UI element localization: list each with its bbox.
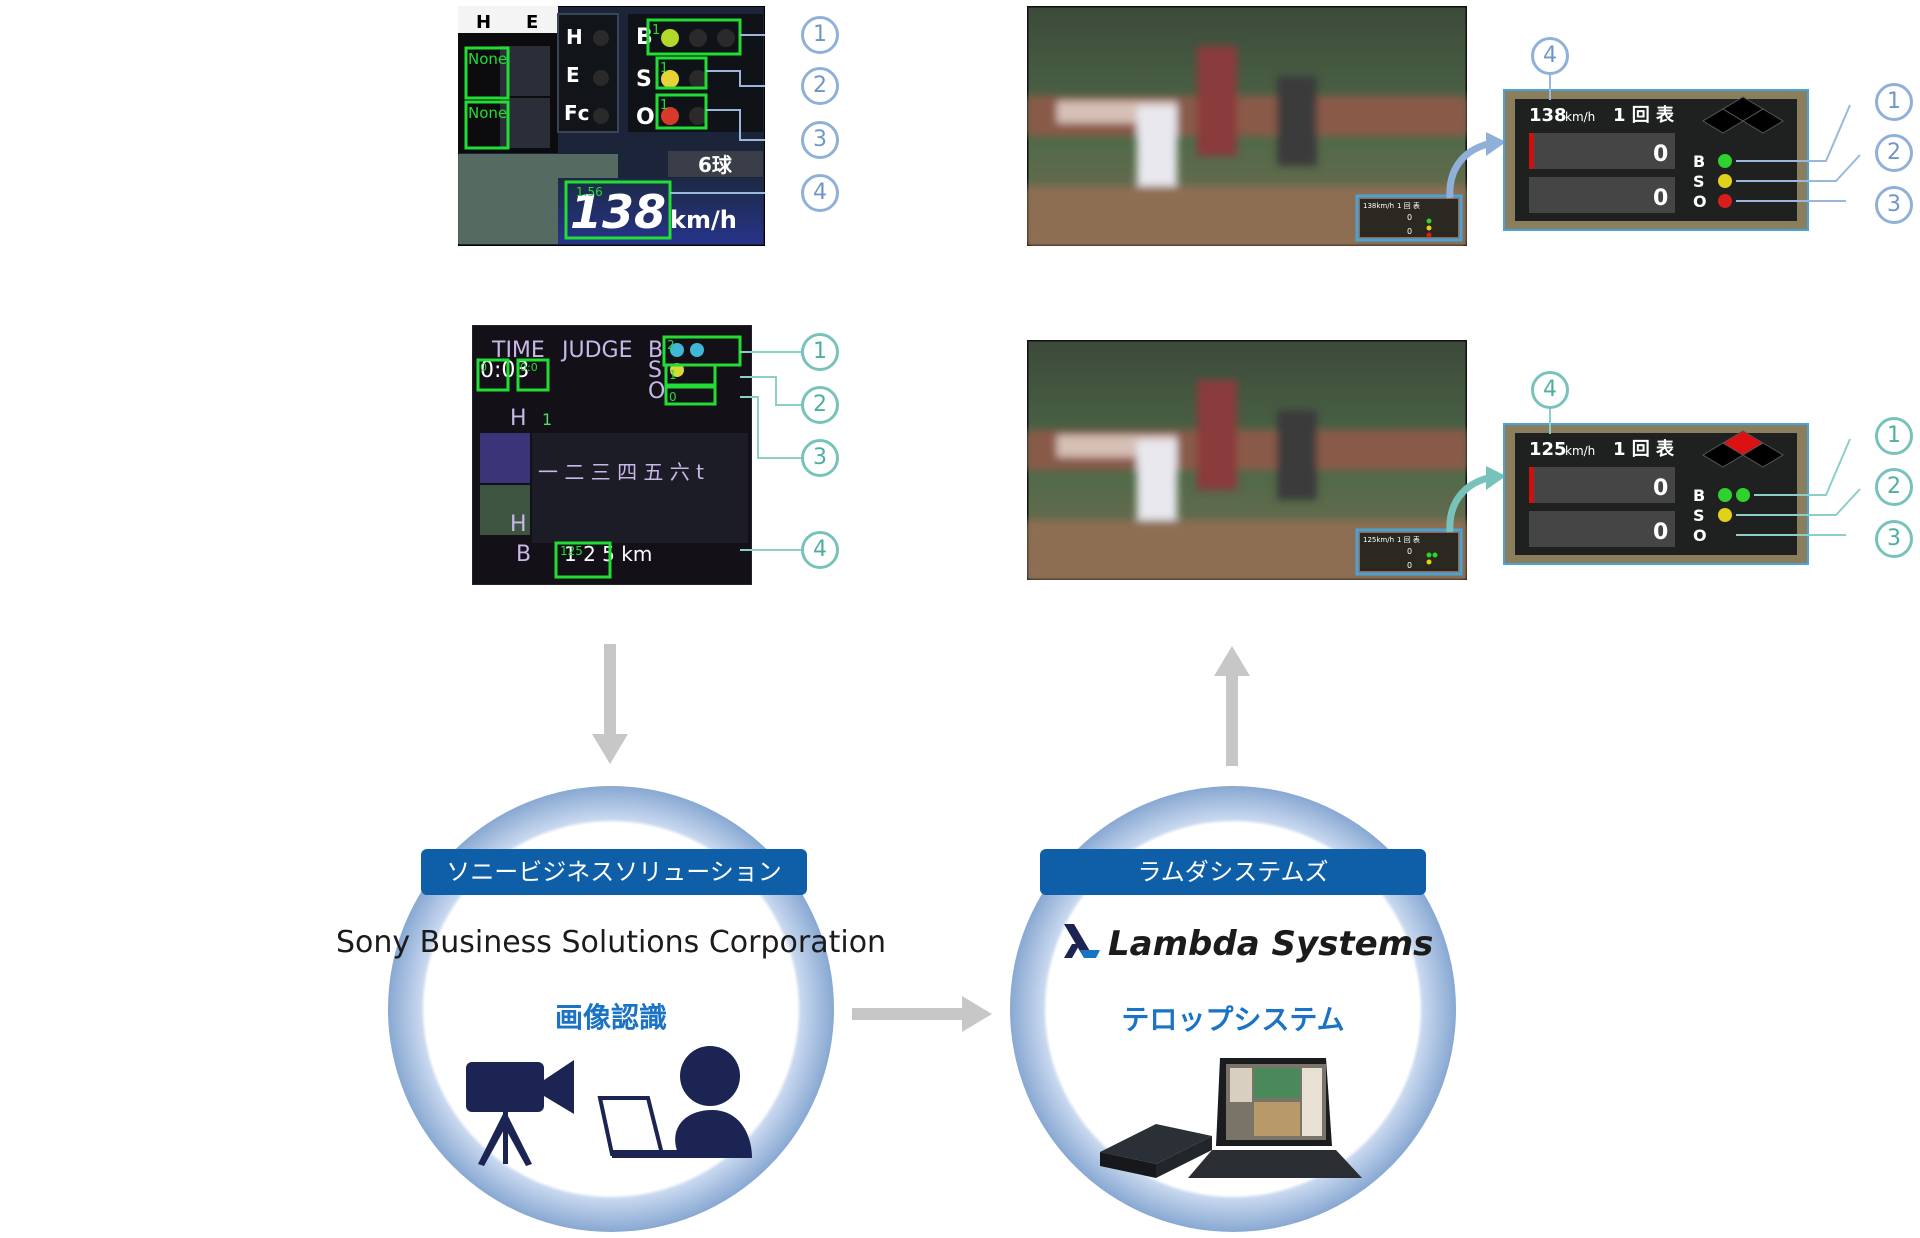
overlay-top-connectors [1549, 74, 1861, 202]
marker-2-icon: 2 [801, 67, 839, 105]
thumb-bottom-speed: 125km/h [1363, 536, 1394, 544]
a-e-label: E [526, 12, 538, 33]
a-b-label: B [636, 25, 653, 50]
marker-4-icon: 4 [1531, 371, 1569, 409]
a-count: 6球 [698, 153, 733, 177]
b-s: S [648, 358, 662, 383]
overlay-bottom-score2: 0 [1653, 520, 1668, 545]
thumb-top-inning: 1 回 表 [1397, 201, 1420, 210]
a-speed-tag: 1.56 [576, 185, 603, 199]
lambda-function-label: テロップシステム [1121, 1003, 1345, 1036]
lambda-company-name: Lambda Systems [1108, 924, 1434, 964]
b-clock: 0:03 [480, 358, 529, 383]
marker-4-icon: 4 [801, 531, 839, 569]
a-e2-label: E [566, 63, 580, 87]
b-o: O [648, 379, 665, 404]
overlay-bottom-unit: km/h [1565, 444, 1595, 458]
overlay-top-b: B [1693, 152, 1705, 171]
lambda-badge: ラムダシステムズ [1040, 849, 1426, 895]
arrow-down-icon [592, 644, 628, 764]
b-tag-3: 0 [669, 390, 677, 404]
overlay-top-s: S [1693, 172, 1705, 191]
arrow-bottom [1446, 466, 1506, 533]
a-s-label: S [636, 67, 652, 92]
marker-1-icon: 1 [801, 16, 839, 54]
b-h2: H [510, 512, 527, 537]
overlay-top-score2: 0 [1653, 186, 1668, 211]
thumb-bottom-s2: 0 [1407, 561, 1412, 570]
a-o-label: O [636, 105, 655, 130]
b-innings: 一 二 三 四 五 六 t [538, 460, 704, 484]
a-h-label: H [476, 12, 491, 33]
b-judge: JUDGE [560, 338, 632, 363]
b-h: H [510, 406, 527, 431]
b-clock-tag: 0 [480, 361, 487, 374]
broadcast-screen-bottom: 125km/h 1 回 表 0 0 [1027, 340, 1467, 580]
a-none-1: None [468, 50, 507, 68]
thumb-bottom-s1: 0 [1407, 547, 1412, 556]
sony-badge: ソニービジネスソリューション [421, 849, 807, 895]
b-tag-2: 1 [669, 368, 677, 382]
arrow-top [1446, 132, 1506, 199]
marker-3-icon: 3 [1875, 186, 1913, 224]
overlay-bottom-o: O [1693, 526, 1707, 545]
scoreboard-capture-a: H E H E Fc B S O 6球 138 km/h None None 1… [458, 6, 765, 246]
a-none-2: None [468, 104, 507, 122]
sony-company-name: Sony Business Solutions Corporation [335, 925, 887, 960]
thumb-top-s2: 0 [1407, 227, 1412, 236]
overlay-bottom-b: B [1693, 486, 1705, 505]
lambda-logo-icon [1064, 924, 1100, 958]
overlay-bottom-s: S [1693, 506, 1705, 525]
arrow-up-icon [1214, 646, 1250, 766]
marker-4-icon: 4 [801, 174, 839, 212]
scoreboard-capture-b: TIME JUDGE B S O 0:03 H 1 一 二 三 四 五 六 t … [472, 325, 752, 585]
a-speed: 138 [570, 185, 666, 239]
marker-2-icon: 2 [801, 386, 839, 424]
a-tag-2: 1 [660, 61, 668, 76]
a-tag-3: 1 [660, 98, 668, 113]
overlay-bottom-connectors [1549, 408, 1861, 536]
overlay-top-speed: 138 [1529, 105, 1567, 126]
b-tag-1: 2 [667, 338, 675, 352]
b-speed-tag: 125 [560, 544, 583, 558]
computer-system-icon [1100, 1058, 1362, 1178]
arrow-right-icon [852, 996, 992, 1032]
overlay-bottom-speed: 125 [1529, 439, 1567, 460]
b-b2: B [516, 542, 531, 567]
b-clock-tag-2: 0:0 [520, 361, 538, 374]
overlay-bottom-inning: 1 回 表 [1613, 438, 1675, 460]
broadcast-screen-top: 138km/h 1 回 表 0 0 [1027, 6, 1467, 246]
a-h2-label: H [566, 25, 583, 49]
sony-function-label: 画像認識 [554, 1001, 667, 1034]
a-fc-label: Fc [564, 101, 590, 125]
b-one: 1 [542, 410, 552, 429]
overlay-top-score1: 0 [1653, 142, 1668, 167]
marker-1-icon: 1 [1875, 417, 1913, 455]
a-tag-1: 1 [652, 23, 660, 38]
a-speed-unit: km/h [670, 206, 737, 234]
marker-2-icon: 2 [1875, 468, 1913, 506]
connector-lines-b [740, 351, 802, 551]
overlay-top-inning: 1 回 表 [1613, 104, 1675, 126]
overlay-top-unit: km/h [1565, 110, 1595, 124]
thumb-bottom-inning: 1 回 表 [1397, 535, 1420, 544]
marker-1-icon: 1 [1875, 83, 1913, 121]
thumb-top-s1: 0 [1407, 213, 1412, 222]
thumb-top-speed: 138km/h [1363, 202, 1394, 210]
camera-operator-icon [466, 1046, 752, 1166]
marker-3-icon: 3 [1875, 520, 1913, 558]
b-b: B [648, 338, 663, 363]
marker-3-icon: 3 [801, 439, 839, 477]
marker-3-icon: 3 [801, 121, 839, 159]
overlay-top-o: O [1693, 192, 1707, 211]
b-speed: 1 2 5 km [564, 542, 652, 566]
overlay-bottom-score1: 0 [1653, 476, 1668, 501]
overlay-top: 138 km/h 1 回 表 0 0 B S O [1503, 89, 1809, 231]
marker-1-icon: 1 [801, 333, 839, 371]
marker-2-icon: 2 [1875, 134, 1913, 172]
marker-4-icon: 4 [1531, 37, 1569, 75]
